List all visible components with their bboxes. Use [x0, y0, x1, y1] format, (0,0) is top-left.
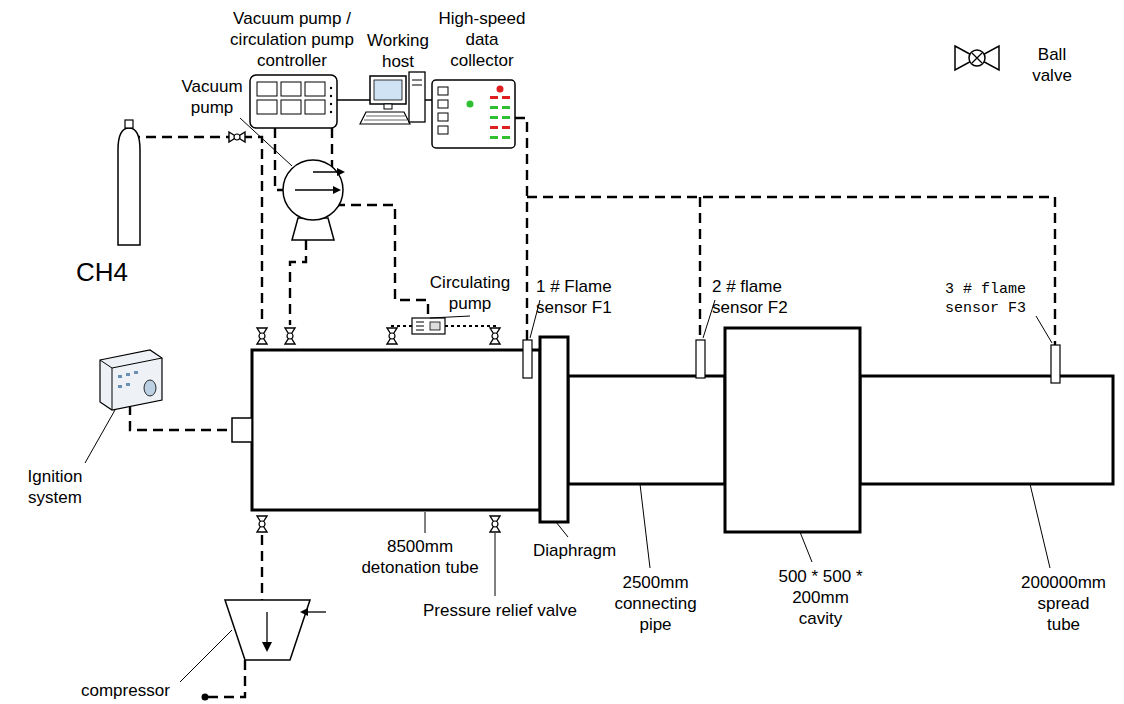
part-label: 2 # flame sensor F2	[712, 276, 794, 318]
part-label: 1 # Flame sensor F1	[536, 276, 618, 318]
part-label: 3 # flame sensor F3	[945, 280, 1035, 318]
part-label: Ball valve	[1028, 44, 1076, 86]
part-label: Circulating pump	[425, 272, 515, 314]
part-label: Pressure relief valve	[423, 600, 577, 621]
part-label: 2500mm connecting pipe	[608, 572, 703, 635]
part-label: High-speed data collector	[436, 8, 528, 71]
part-label: Vacuum pump	[177, 76, 247, 118]
part-label: Vacuum pump / circulation pump controlle…	[228, 8, 356, 71]
part-label: Diaphragm	[533, 540, 616, 561]
part-label: Ignition system	[20, 466, 90, 508]
part-label: 8500mm detonation tube	[359, 536, 481, 578]
part-label: 500 * 500 * 200mm cavity	[773, 566, 868, 629]
part-label: 200000mm spread tube	[1020, 572, 1107, 635]
part-label: CH4	[76, 256, 128, 289]
part-label: Working host	[363, 30, 433, 72]
part-label: compressor	[81, 680, 170, 701]
